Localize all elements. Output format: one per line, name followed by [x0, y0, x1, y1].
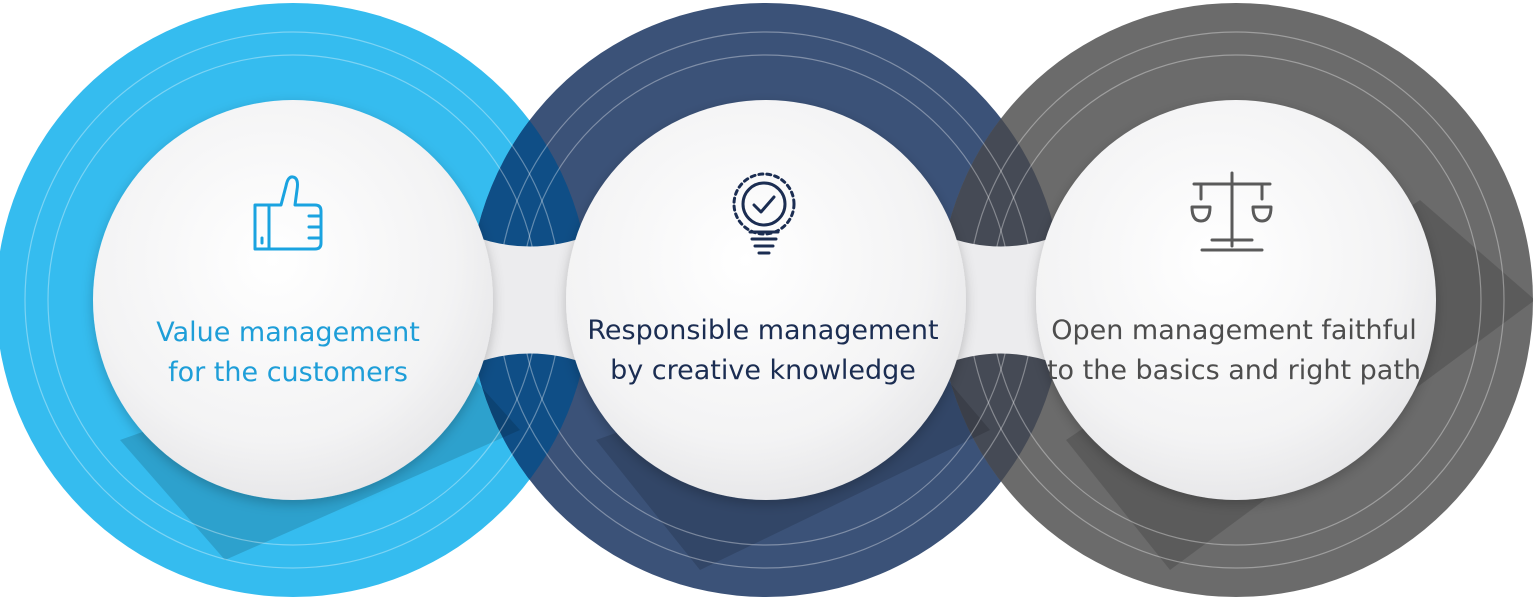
connector-2-3 [942, 235, 1060, 365]
card-1-line-1: Value management [156, 317, 420, 348]
card-2-line-1: Responsible management [587, 315, 938, 346]
card-3-line-2: to the basics and right path [1047, 355, 1421, 386]
card-3-line-1: Open management faithful [1051, 315, 1417, 346]
inner-circle-customers [93, 100, 493, 500]
balance-scale-icon [1190, 171, 1273, 252]
inner-circle-creative [566, 100, 966, 500]
card-1-line-2: for the customers [168, 357, 408, 388]
card-2-line-2: by creative knowledge [610, 355, 916, 386]
inner-circles [93, 100, 1436, 500]
connector-1-2 [470, 235, 590, 365]
inner-circle-open [1036, 100, 1436, 500]
thumbs-up-icon [253, 175, 323, 251]
lightbulb-check-icon [732, 172, 796, 255]
connectors [470, 235, 1060, 365]
card-texts: Value management for the customers Respo… [156, 315, 1421, 388]
